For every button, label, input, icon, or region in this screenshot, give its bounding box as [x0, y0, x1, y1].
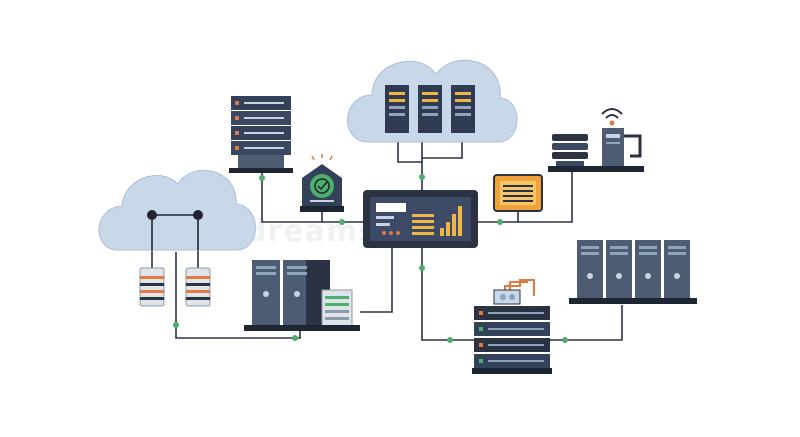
link-rack-to-towerrow [548, 305, 623, 341]
link-monitor-to-rack [421, 248, 475, 341]
tower-row-right-icon [569, 240, 697, 304]
wifi-router-desk-icon [548, 108, 644, 172]
link-monitor-to-towers [360, 248, 393, 313]
wifi-signal-icon [601, 108, 623, 126]
storage-drum-left-icon [139, 267, 165, 307]
cloud-server-3-icon [451, 85, 475, 133]
storage-drum-right-icon [185, 267, 211, 307]
cloud-left-icon [98, 169, 256, 251]
cloud-top-icon [347, 59, 518, 143]
link-rack-to-monitor [261, 170, 365, 223]
central-monitor-icon [363, 190, 478, 248]
connection-lines [151, 132, 623, 341]
router-stack-icon [552, 134, 588, 166]
tower-cluster-bottom-left-icon [244, 260, 360, 331]
connection-dots [173, 174, 568, 343]
cloud-server-2-icon [418, 85, 442, 133]
server-rack-top-left-icon [229, 96, 293, 173]
rack-bottom-center-icon [472, 279, 552, 374]
router-tower-icon [602, 128, 642, 166]
link-cloudleft-to-towers [175, 252, 301, 339]
chip-device-icon [300, 154, 344, 212]
cloud-server-1-icon [385, 85, 409, 133]
link-router-to-monitor [518, 172, 573, 223]
orange-display-icon [493, 174, 543, 212]
